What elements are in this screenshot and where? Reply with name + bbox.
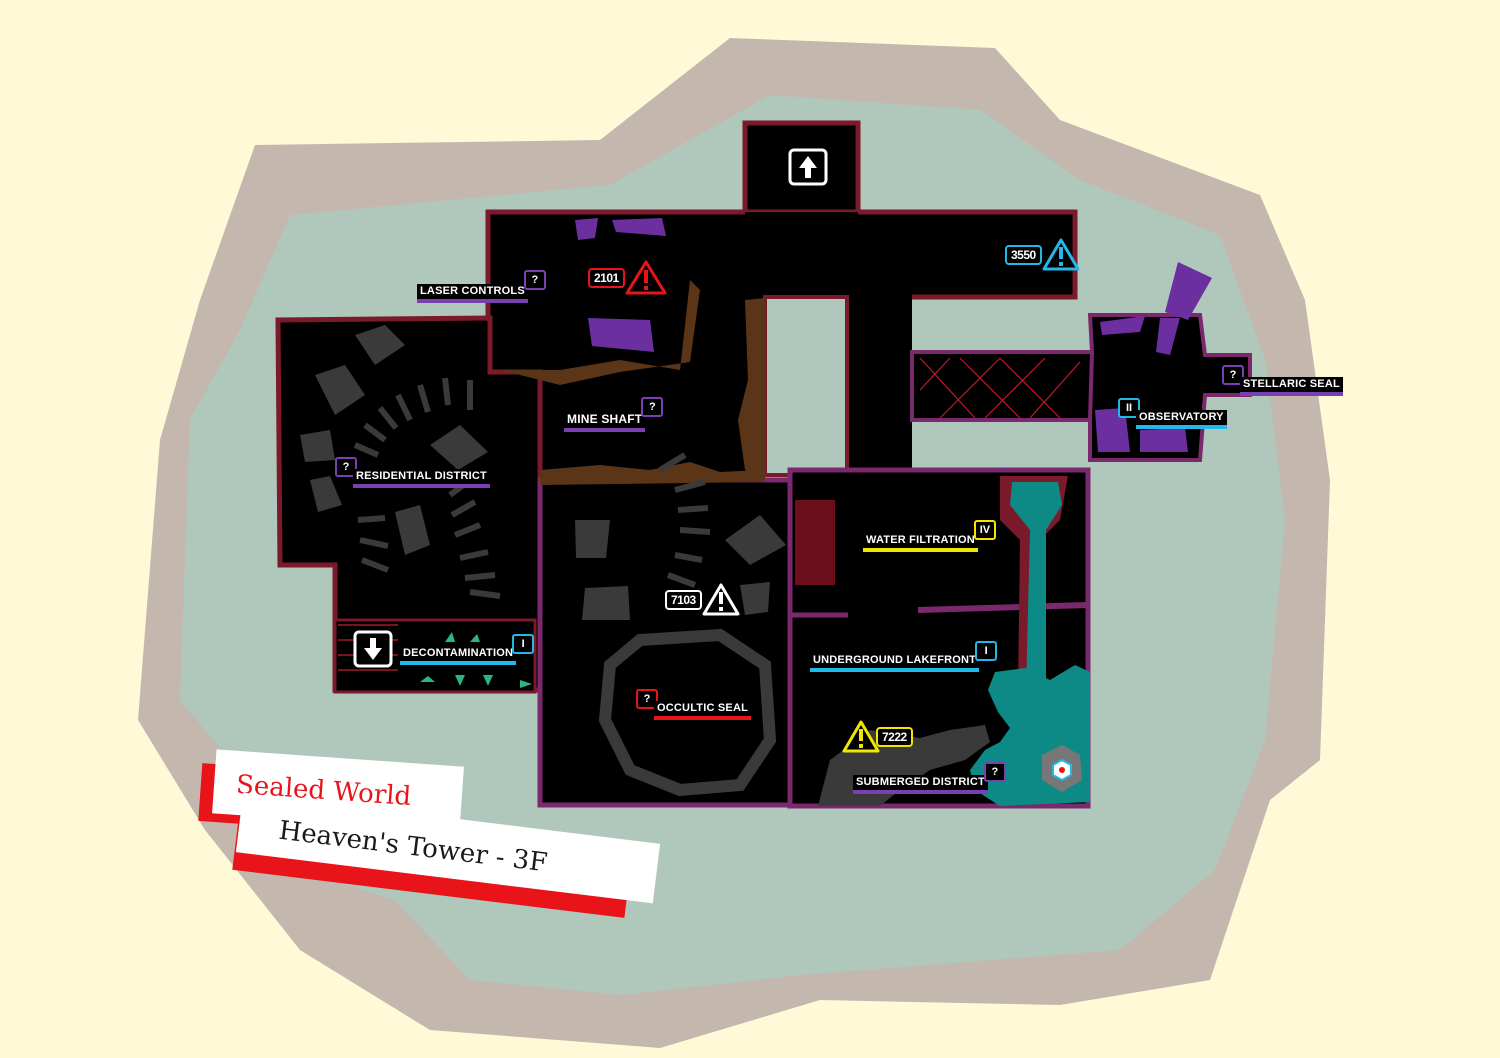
location-occultic-seal[interactable]: Occultic Seal ? bbox=[636, 689, 752, 720]
warning-code: 7103 bbox=[665, 590, 702, 610]
debris bbox=[300, 325, 1066, 800]
location-residential-district[interactable]: Residential District ? bbox=[335, 457, 490, 488]
mine-soil bbox=[500, 280, 765, 485]
exclamation-triangle-icon bbox=[842, 720, 880, 753]
arrow-up-icon[interactable] bbox=[788, 148, 828, 186]
warning-code: 3550 bbox=[1005, 245, 1042, 265]
warning-2101[interactable]: 2101 bbox=[588, 260, 667, 296]
water-pipe bbox=[1010, 482, 1062, 690]
location-marker: I bbox=[975, 641, 998, 661]
location-name: Submerged District bbox=[853, 775, 988, 794]
location-underground-lakefront[interactable]: Underground Lakefront I bbox=[810, 641, 998, 672]
occultic-ring bbox=[598, 628, 777, 797]
warning-7103[interactable]: 7103 bbox=[665, 583, 740, 617]
filtration-tank bbox=[795, 500, 835, 585]
location-marker: ? bbox=[983, 762, 1006, 782]
location-name: Residential District bbox=[353, 469, 490, 488]
location-name: Laser Controls bbox=[417, 284, 528, 303]
location-marker: ? bbox=[523, 270, 546, 290]
location-marker: ? bbox=[335, 457, 357, 477]
location-name: Underground Lakefront bbox=[810, 653, 980, 672]
location-marker: II bbox=[1118, 398, 1140, 418]
location-name: Observatory bbox=[1136, 410, 1227, 429]
warning-code: 2101 bbox=[588, 268, 625, 288]
location-laser-controls[interactable]: Laser Controls ? bbox=[417, 270, 546, 303]
exclamation-triangle-icon bbox=[702, 583, 740, 616]
arrow-down-icon[interactable] bbox=[353, 630, 393, 668]
location-name: Water Filtration bbox=[863, 533, 978, 552]
exclamation-triangle-icon bbox=[1042, 238, 1080, 271]
floor-title-card: Heaven's Tower - 3F bbox=[230, 792, 661, 918]
location-decontamination[interactable]: Decontamination I bbox=[400, 634, 535, 665]
location-marker: I bbox=[512, 634, 535, 654]
location-name: Occultic Seal bbox=[654, 701, 752, 720]
location-name: Stellaric Seal bbox=[1240, 377, 1343, 396]
location-mine-shaft[interactable]: Mine Shaft ? bbox=[564, 397, 664, 432]
location-name: Decontamination bbox=[400, 646, 517, 665]
location-marker: ? bbox=[1222, 365, 1244, 385]
location-marker: IV bbox=[973, 520, 996, 540]
spiral-stairs bbox=[353, 377, 711, 599]
location-water-filtration[interactable]: Water Filtration IV bbox=[863, 520, 996, 552]
decontamination-markers bbox=[420, 632, 532, 688]
location-submerged-district[interactable]: Submerged District ? bbox=[853, 762, 1006, 794]
location-marker: ? bbox=[641, 397, 664, 417]
hexagon-save-icon[interactable] bbox=[1042, 745, 1082, 792]
warning-3550[interactable]: 3550 bbox=[1005, 238, 1080, 272]
purple-crystals bbox=[575, 218, 1212, 452]
warning-code: 7222 bbox=[876, 727, 913, 747]
location-stellaric-seal[interactable]: Stellaric Seal ? bbox=[1222, 365, 1343, 396]
location-observatory[interactable]: Observatory II bbox=[1118, 398, 1227, 429]
exclamation-triangle-icon bbox=[625, 260, 667, 295]
location-marker: ? bbox=[636, 689, 658, 709]
location-name: Mine Shaft bbox=[564, 411, 646, 432]
warning-7222[interactable]: 7222 bbox=[842, 720, 913, 754]
